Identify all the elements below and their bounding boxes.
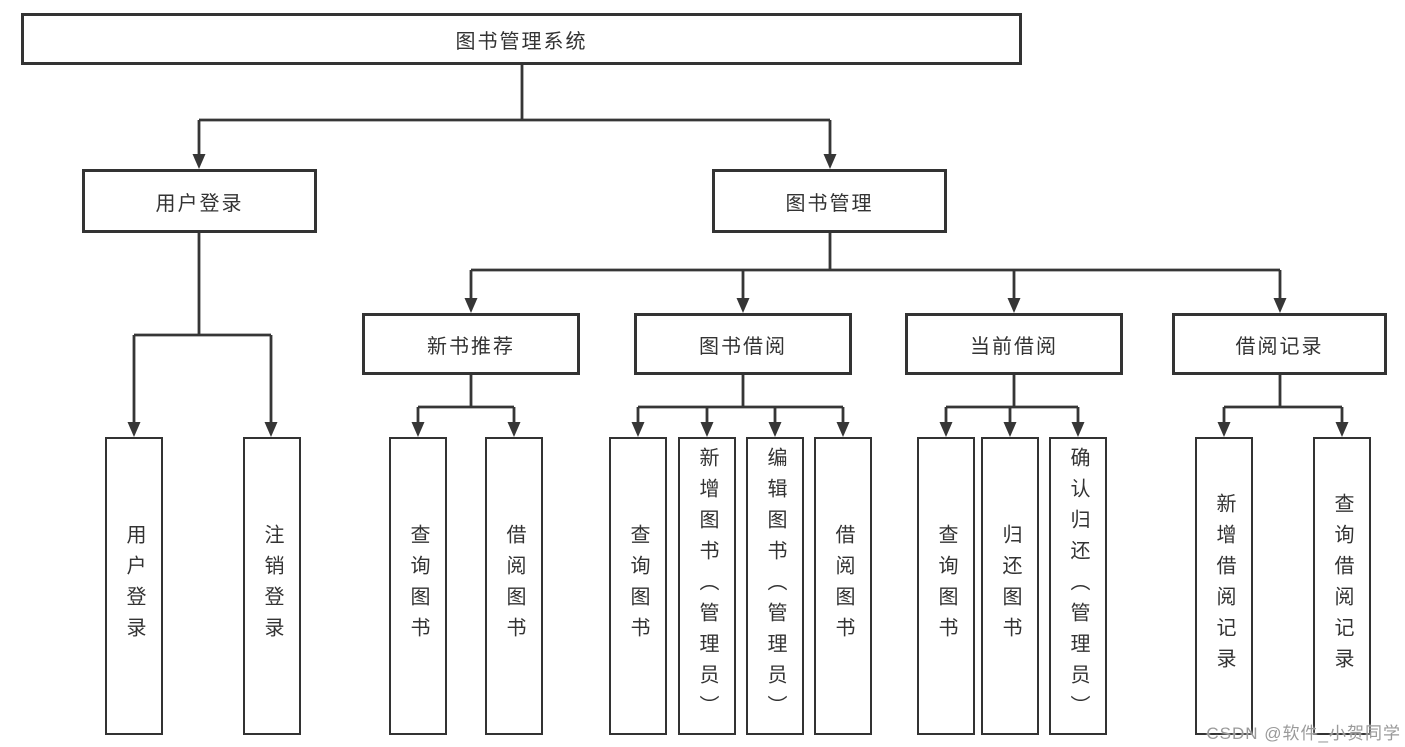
node-label: 查询图书	[407, 524, 429, 648]
node-label: 查询借阅记录	[1331, 493, 1353, 679]
node-label: 借阅记录	[1235, 335, 1324, 358]
leaf-confirm-return-admin: 确认归还（管理员）	[1049, 437, 1107, 735]
connector-root-to-level2	[192, 65, 837, 169]
connector-book-mgmt-to-level3	[464, 233, 1287, 313]
node-label: 编辑图书（管理员）	[764, 446, 786, 726]
leaf-query-borrow-record: 查询借阅记录	[1313, 437, 1371, 735]
node-new-book-recommend: 新书推荐	[362, 313, 580, 375]
node-label: 图书管理	[785, 192, 874, 215]
node-root-system: 图书管理系统	[21, 13, 1022, 65]
csdn-watermark: CSDN @软件_小贺同学	[1206, 724, 1401, 743]
node-user-login: 用户登录	[82, 169, 317, 233]
node-label: 新书推荐	[427, 335, 515, 358]
leaf-add-books-admin: 新增图书（管理员）	[678, 437, 736, 735]
leaf-return-books: 归还图书	[981, 437, 1039, 735]
node-label: 用户登录	[123, 524, 145, 648]
leaf-borrow-books-recommend: 借阅图书	[485, 437, 543, 735]
node-book-management: 图书管理	[712, 169, 947, 233]
leaf-borrow-books: 借阅图书	[814, 437, 872, 735]
node-label: 借阅图书	[503, 524, 525, 648]
leaf-add-borrow-record: 新增借阅记录	[1195, 437, 1253, 735]
node-current-borrow: 当前借阅	[905, 313, 1123, 375]
connector-book-borrow-children	[631, 375, 850, 437]
connector-new-book-children	[411, 375, 521, 437]
connector-user-login-children	[127, 233, 278, 437]
node-book-borrow: 图书借阅	[634, 313, 852, 375]
node-label: 用户登录	[155, 192, 244, 215]
leaf-query-books-borrow: 查询图书	[609, 437, 667, 735]
leaf-edit-books-admin: 编辑图书（管理员）	[746, 437, 804, 735]
node-label: 当前借阅	[970, 335, 1058, 358]
node-label: 确认归还（管理员）	[1067, 446, 1089, 726]
node-label: 新增借阅记录	[1213, 493, 1235, 679]
connector-borrow-records-children	[1217, 375, 1349, 437]
node-label: 图书管理系统	[455, 30, 588, 53]
leaf-user-login: 用户登录	[105, 437, 163, 735]
node-label: 借阅图书	[832, 524, 854, 648]
leaf-logout: 注销登录	[243, 437, 301, 735]
node-label: 查询图书	[627, 524, 649, 648]
connector-current-borrow-children	[939, 375, 1085, 437]
node-label: 注销登录	[261, 524, 283, 648]
node-label: 新增图书（管理员）	[696, 446, 718, 726]
leaf-query-books-recommend: 查询图书	[389, 437, 447, 735]
leaf-query-books-current: 查询图书	[917, 437, 975, 735]
node-label: 图书借阅	[699, 335, 787, 358]
node-borrow-records: 借阅记录	[1172, 313, 1387, 375]
node-label: 归还图书	[999, 524, 1021, 648]
node-label: 查询图书	[935, 524, 957, 648]
